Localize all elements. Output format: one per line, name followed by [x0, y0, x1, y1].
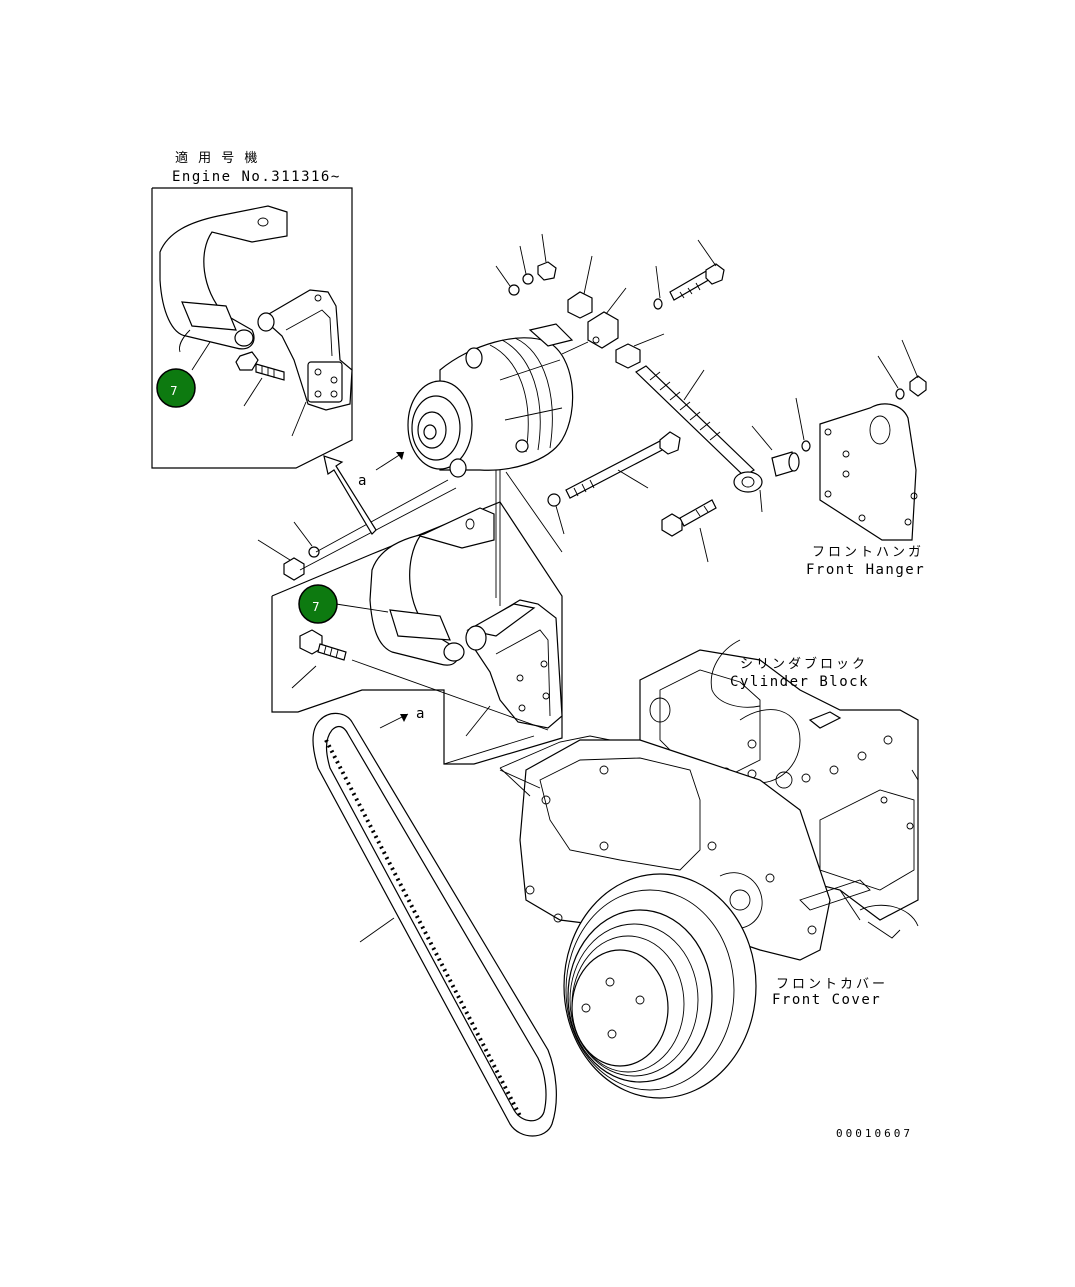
adjusting-rod — [635, 365, 763, 513]
applicability-jp: 適 用 号 機 — [175, 150, 260, 166]
inset-support — [257, 289, 353, 411]
callout-circle — [156, 368, 196, 408]
front-cover-label-jp: フロントカバー — [776, 977, 888, 992]
view-a-label-top: a — [358, 473, 368, 489]
engine-number-range: Engine No.311316~ — [172, 169, 341, 185]
callout-number: 7 — [312, 600, 320, 614]
upper-fasteners — [495, 233, 725, 369]
view-a-label-bottom: a — [416, 706, 426, 722]
alternator — [407, 323, 574, 478]
crank-pulley — [563, 873, 757, 1099]
spacer — [751, 397, 811, 477]
callout-number: 7 — [170, 384, 178, 398]
drawing-number: 00010607 — [836, 1127, 913, 1140]
front-cover-label: Front Cover — [772, 992, 881, 1008]
front-hanger — [819, 339, 927, 541]
callout-circle — [298, 584, 338, 624]
front-hanger-label-jp: フロントハンガ — [812, 545, 924, 560]
inset-bracket — [159, 205, 288, 353]
cylinder-block-label: Cylinder Block — [730, 674, 869, 690]
view-arrow — [323, 455, 377, 535]
callout-7-inset[interactable]: 7 — [156, 341, 211, 408]
v-belt — [312, 712, 557, 1137]
cylinder-block-label-jp: シリンダブロック — [740, 656, 868, 672]
inset-frame — [151, 187, 353, 469]
short-bolt — [661, 499, 717, 563]
inset-bolt — [235, 351, 285, 381]
front-hanger-label: Front Hanger — [806, 562, 925, 578]
inset-engine-range: 適 用 号 機 Engine No.311316~ — [151, 150, 353, 469]
main-bracket-view — [257, 470, 563, 765]
callout-7-main[interactable]: 7 — [298, 584, 389, 624]
long-bolt — [547, 431, 681, 535]
